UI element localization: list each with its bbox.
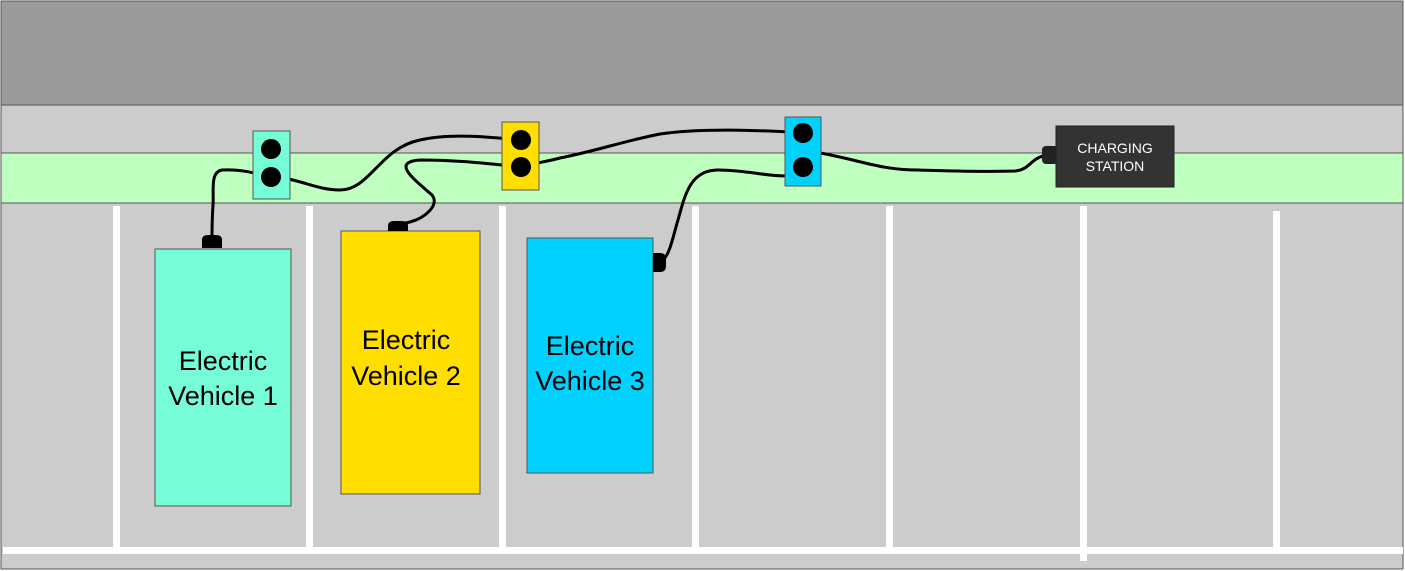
stall-lines — [3, 206, 1403, 561]
vehicle-3-label-line2: Vehicle 3 — [535, 366, 645, 396]
stall-line — [886, 206, 893, 549]
vehicle-1: Electric Vehicle 1 — [154, 248, 292, 507]
stall-line — [499, 206, 506, 549]
splitter-1-port-bottom — [261, 167, 281, 187]
splitter-2-port-top — [511, 130, 531, 150]
stall-line — [306, 206, 313, 549]
cable-splitter-2-to-splitter-1 — [269, 134, 523, 192]
vehicle-1-label-line1: Electric — [179, 346, 268, 376]
cable-station-to-splitter-3 — [818, 151, 1049, 173]
stall-baseline — [3, 547, 1403, 554]
charging-station-box — [1055, 125, 1175, 188]
splitter-2 — [501, 121, 540, 191]
vehicle-2-plug — [388, 221, 408, 231]
stall-line — [692, 206, 699, 549]
charging-station: CHARGING STATION — [1042, 125, 1175, 188]
stall-line — [1273, 211, 1280, 549]
splitter-1-port-top — [261, 139, 281, 159]
vehicle-3-body — [526, 237, 654, 474]
splitter-3-port-bottom — [793, 157, 813, 177]
cable-splitter-3-to-splitter-2 — [519, 128, 805, 169]
vehicle-3-label-line1: Electric — [546, 331, 635, 361]
stall-line — [1080, 206, 1087, 561]
charging-station-label-line1: CHARGING — [1077, 140, 1152, 156]
vehicle-3: Electric Vehicle 3 — [526, 237, 654, 474]
cable-splitter-1-to-vehicle-1 — [210, 168, 273, 240]
vehicle-1-plug — [202, 235, 222, 248]
vehicle-2-label-line2: Vehicle 2 — [351, 361, 461, 391]
splitter-3-port-top — [793, 123, 813, 143]
cable-splitter-3-to-vehicle-3 — [659, 165, 805, 264]
walkway-strip — [0, 152, 1404, 204]
splitter-2-port-bottom — [511, 157, 531, 177]
building-area — [0, 0, 1404, 106]
vehicle-3-plug — [653, 253, 666, 272]
vehicle-2-label-line1: Electric — [362, 325, 451, 355]
splitter-1 — [252, 130, 291, 200]
vehicle-2: Electric Vehicle 2 — [340, 230, 481, 495]
stall-line — [113, 206, 120, 549]
vehicle-1-label-line2: Vehicle 1 — [168, 381, 278, 411]
charging-station-label-line2: STATION — [1086, 158, 1145, 174]
vehicle-1-body — [154, 248, 292, 507]
charging-cables — [210, 128, 1049, 264]
splitter-3 — [784, 116, 822, 187]
charging-station-plug — [1042, 146, 1058, 164]
vehicle-2-body — [340, 230, 481, 495]
